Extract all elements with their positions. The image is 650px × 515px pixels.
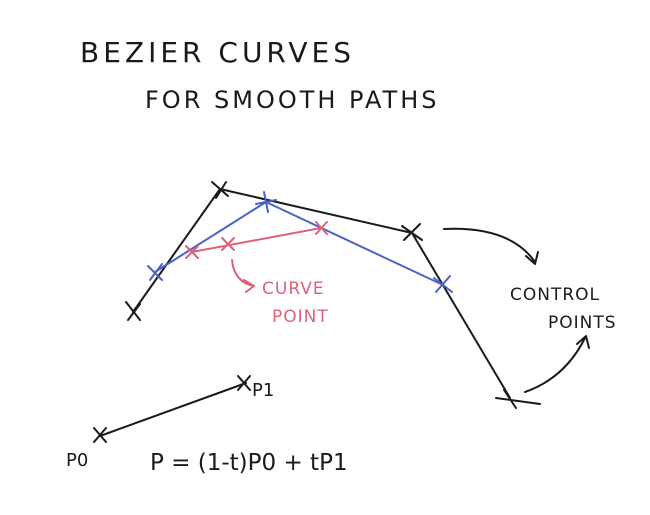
curve-point-marker — [315, 221, 328, 235]
control-edge-1 — [132, 188, 221, 313]
construction-edge-2 — [265, 201, 444, 286]
control-points-label-line-2: POINTS — [548, 313, 617, 333]
title-line-2: FOR SMOOTH PATHS — [145, 86, 440, 114]
construction-point-marker — [147, 263, 163, 281]
p0-label: P0 — [66, 450, 88, 471]
formula: P = (1-t)P0 + tP1 — [150, 450, 348, 476]
control-point-marker — [211, 181, 229, 199]
control-points-label-line-1: CONTROL — [510, 285, 600, 305]
curve-point-label-line-2: POINT — [272, 307, 329, 327]
curve-point-label-line-1: CURVE — [262, 279, 325, 299]
construction-edge-1 — [154, 201, 267, 273]
control-points-arrow-upper — [443, 227, 539, 265]
control-points-arrows — [443, 227, 590, 393]
curve-point-marker — [221, 237, 235, 251]
control-point-marker — [495, 389, 541, 409]
curve-point-marker — [185, 245, 199, 259]
control-polygon — [132, 188, 511, 399]
control-edge-3 — [411, 232, 511, 399]
p1-marker — [237, 375, 251, 391]
control-point-markers — [125, 181, 541, 409]
title-line-1: BEZIER CURVES — [80, 36, 355, 69]
construction-lines — [147, 191, 453, 293]
p0-marker — [93, 427, 107, 443]
control-point-marker — [125, 301, 141, 321]
control-edge-2 — [219, 188, 413, 234]
curve-point-segment — [191, 227, 322, 253]
curve-point-arrow — [231, 259, 255, 293]
linear-segment — [93, 375, 251, 443]
segment-p0-p1 — [99, 382, 247, 437]
curve-point-construction — [185, 221, 328, 293]
p1-label: P1 — [252, 380, 274, 401]
control-point-marker — [401, 223, 423, 241]
construction-point-marker — [255, 191, 277, 213]
construction-point-marker — [433, 275, 453, 293]
control-points-arrow-lower — [524, 335, 590, 393]
